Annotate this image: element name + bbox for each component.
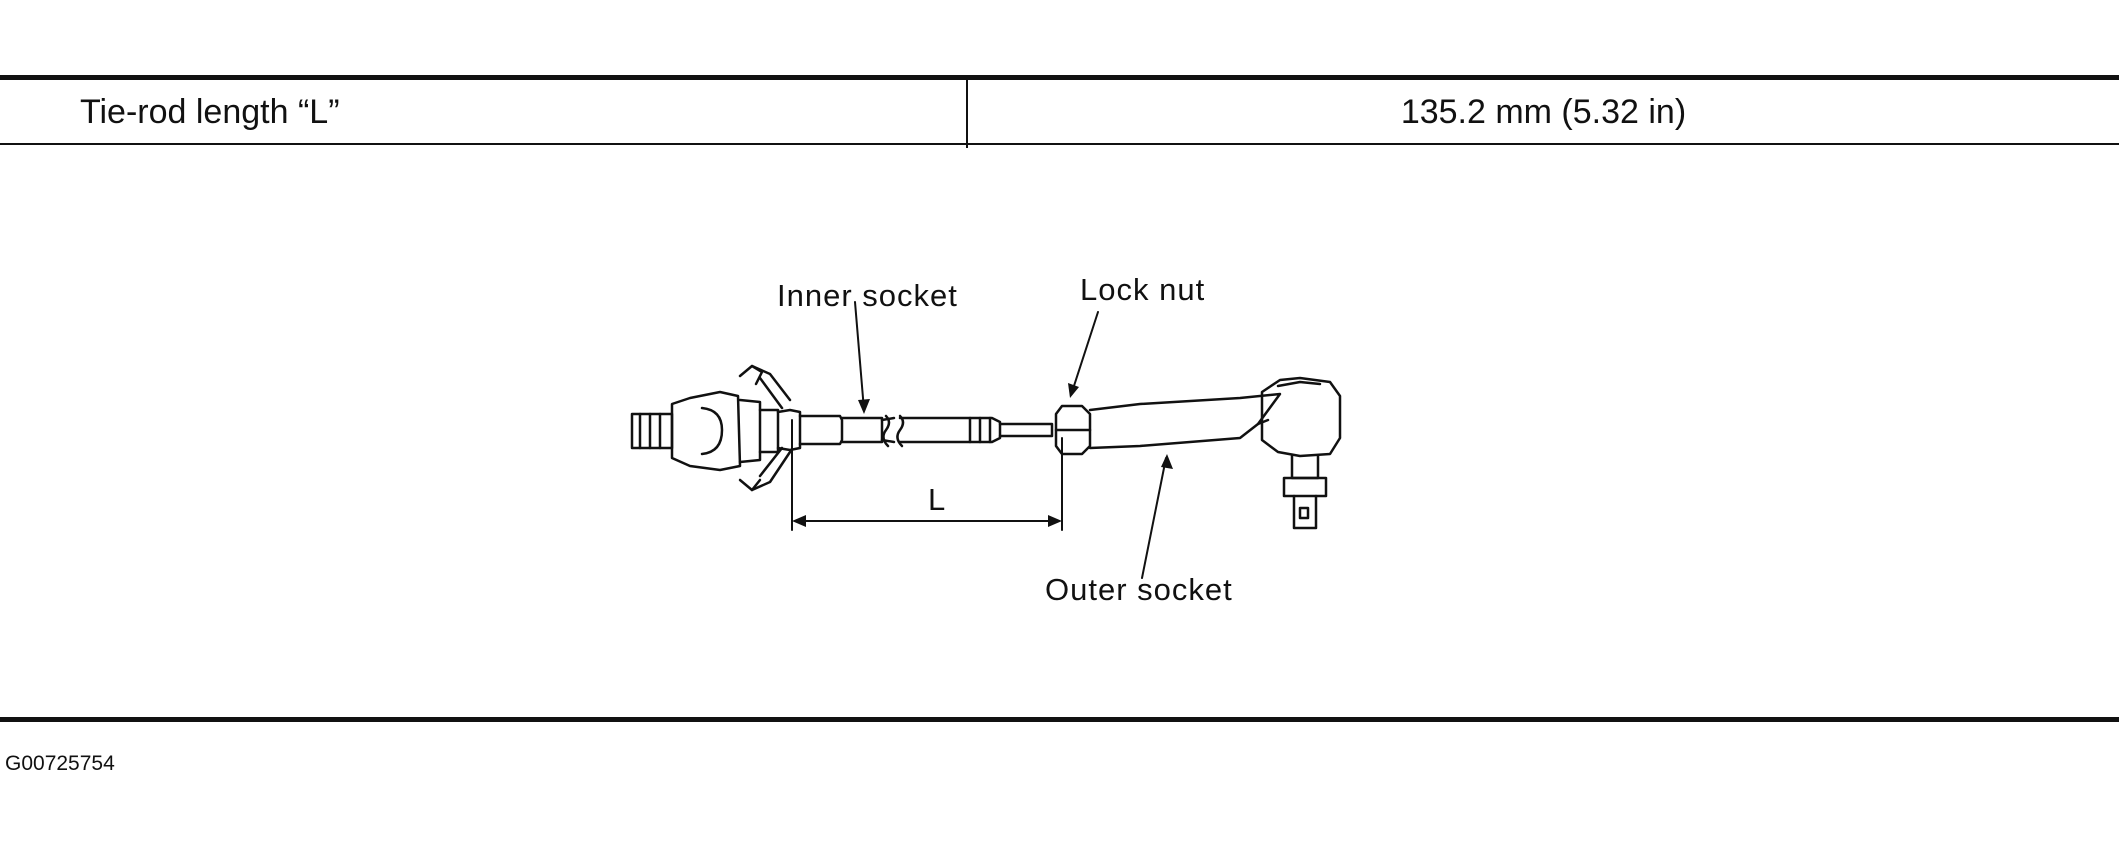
outer-ball-joint — [1260, 376, 1342, 530]
outer-socket-leader — [1141, 457, 1167, 579]
dimension-arrow-left — [792, 515, 806, 527]
bottom-rule — [0, 717, 2119, 722]
break-line — [882, 414, 891, 448]
table-divider — [966, 80, 968, 148]
lock-nut-label: Lock nut — [1080, 272, 1205, 307]
threaded-rod — [898, 416, 1054, 444]
spec-value: 135.2 mm (5.32 in) — [1400, 93, 1687, 131]
dimension-label: L — [928, 482, 946, 517]
outer-socket-arm — [1088, 392, 1282, 450]
inner-socket-arrow — [858, 399, 870, 414]
inner-socket-leader — [854, 301, 865, 411]
outer-socket-label: Outer socket — [1045, 572, 1233, 607]
lock-nut-leader — [1071, 311, 1099, 393]
inner-joint — [670, 390, 780, 472]
figure-id: G00725754 — [5, 752, 115, 775]
lock-nut-arrow — [1068, 383, 1079, 398]
outer-socket-arrow — [1161, 454, 1173, 469]
inner-socket-rod — [776, 408, 896, 452]
lock-nut — [1054, 404, 1092, 456]
spec-label: Tie-rod length “L” — [80, 93, 340, 131]
boot-clamp — [738, 364, 792, 492]
dimension-arrow-right — [1048, 515, 1062, 527]
inner-socket-label: Inner socket — [777, 278, 958, 313]
spec-table: Tie-rod length “L” 135.2 mm (5.32 in) — [0, 75, 2119, 148]
rack-end — [630, 412, 674, 450]
